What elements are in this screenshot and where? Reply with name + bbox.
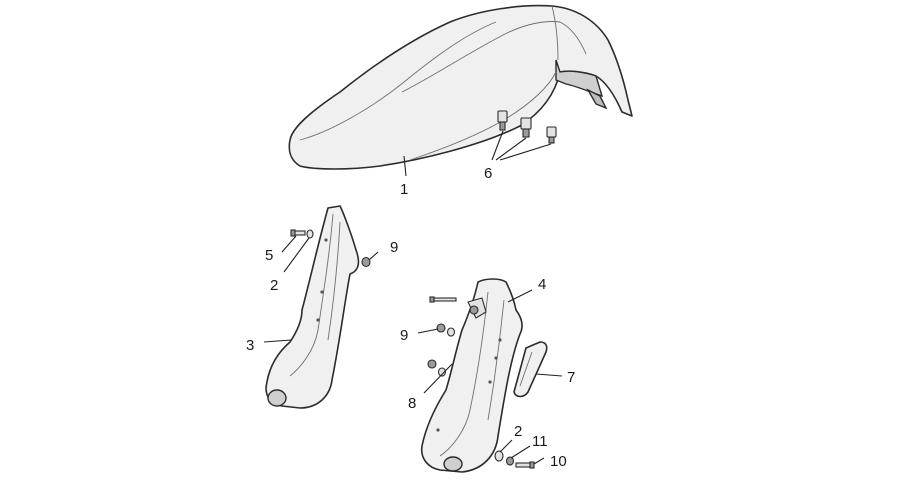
right-nuts — [427, 323, 456, 377]
callout-5: 5 — [265, 247, 273, 264]
callout-2-left: 2 — [270, 277, 278, 294]
right-fork-guard — [420, 278, 523, 473]
mudguard-screws — [497, 110, 557, 144]
callout-10: 10 — [550, 453, 567, 470]
callout-9-right: 9 — [400, 327, 408, 344]
leader-lines — [263, 130, 563, 465]
callout-7: 7 — [567, 369, 575, 386]
callout-3: 3 — [246, 337, 254, 354]
callout-8: 8 — [408, 395, 416, 412]
callout-1: 1 — [400, 181, 408, 198]
callout-2-right: 2 — [514, 423, 522, 440]
callout-9-left: 9 — [390, 239, 398, 256]
left-fork-guard — [265, 205, 360, 409]
callout-6: 6 — [484, 165, 492, 182]
callout-labels: 1 6 5 2 9 3 4 9 8 7 2 11 10 — [246, 165, 575, 470]
callout-11: 11 — [532, 433, 548, 450]
reflector — [513, 341, 548, 398]
right-guard-bracket — [429, 296, 487, 319]
left-bolt-washer — [290, 229, 314, 239]
front-mudguard — [288, 4, 633, 170]
bottom-bolt-set — [494, 450, 535, 469]
left-nut — [361, 256, 371, 268]
callout-4: 4 — [538, 276, 546, 293]
